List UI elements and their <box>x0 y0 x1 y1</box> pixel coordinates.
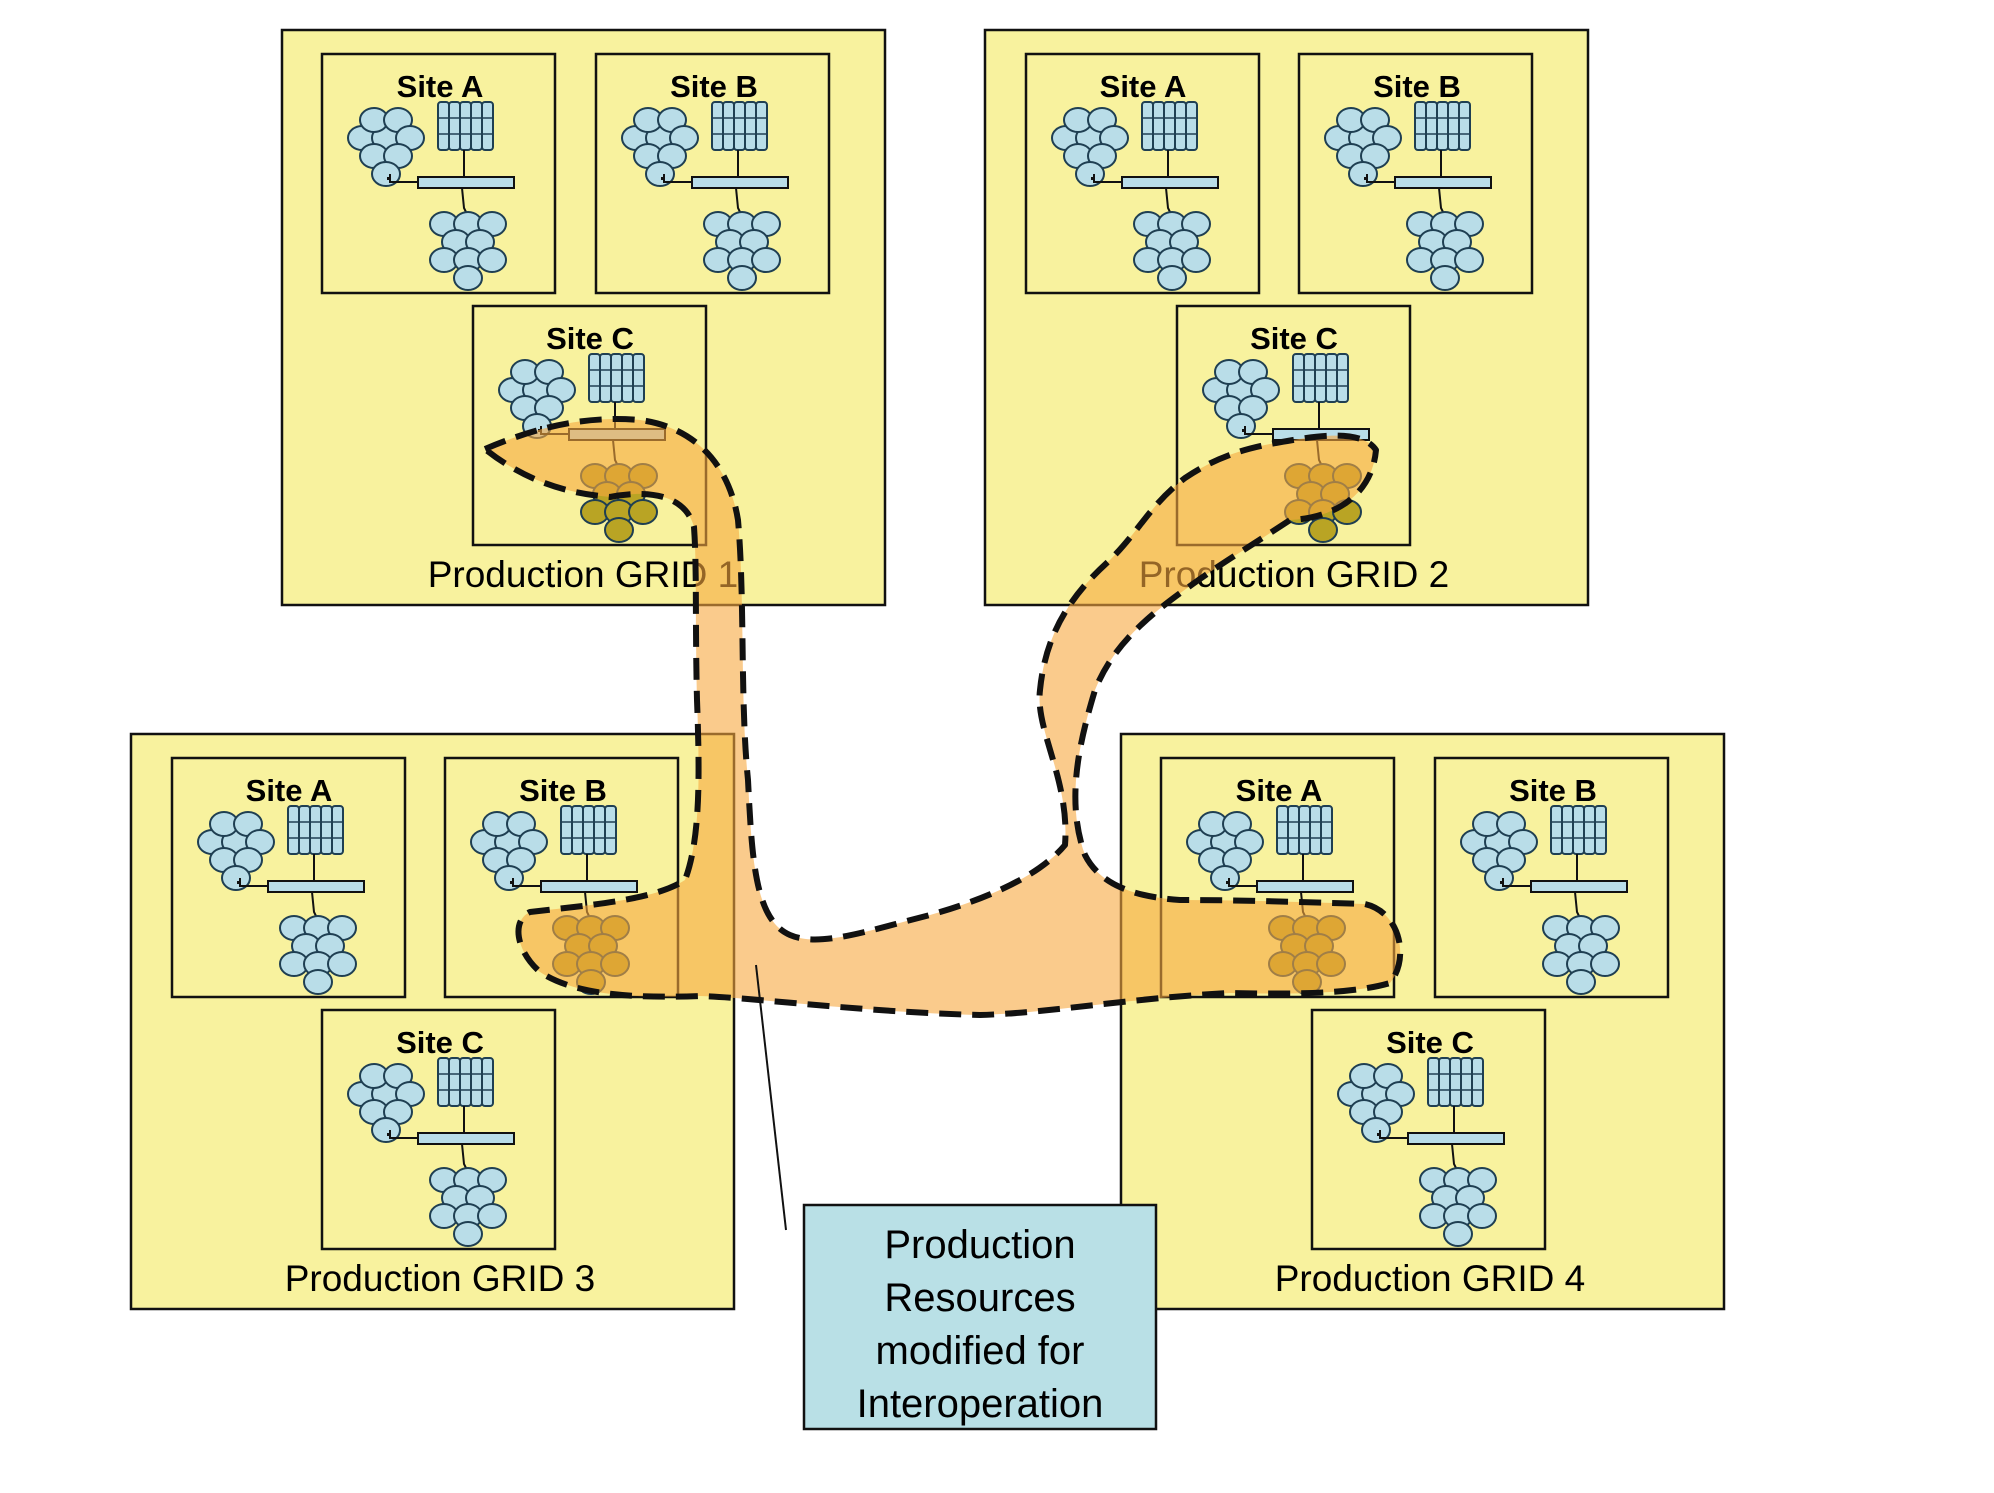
storage-array-icon <box>1414 101 1471 151</box>
cluster-icon <box>1419 1167 1497 1247</box>
site-resources <box>1337 1057 1505 1247</box>
site-label: Site A <box>1236 773 1323 808</box>
site-resources <box>621 101 789 291</box>
link-cluster <box>1093 174 1122 183</box>
site-label: Site A <box>246 773 333 808</box>
grid-1-site-a: Site A <box>320 52 557 295</box>
grid-3-site-a: Site A <box>170 756 407 999</box>
cluster-icon <box>1324 107 1402 187</box>
production-grid-1: Site A Site B Site C Production GRID 1 <box>280 28 887 607</box>
storage-array-icon <box>1276 805 1333 855</box>
interoperation-region <box>482 416 1404 1018</box>
grid-label: Production GRID 4 <box>1275 1258 1586 1299</box>
cluster-icon <box>197 811 275 891</box>
callout-pointer <box>755 964 787 1231</box>
storage-array-icon <box>588 353 645 403</box>
grid-4-site-b: Site B <box>1433 756 1670 999</box>
cluster-icon <box>1406 211 1484 291</box>
site-label: Site A <box>397 69 484 104</box>
network-bar-icon <box>1394 176 1492 189</box>
site-label: Site B <box>1373 69 1461 104</box>
cluster-icon <box>279 915 357 995</box>
storage-array-icon <box>1550 805 1607 855</box>
site-resources <box>347 1057 515 1247</box>
site-resources <box>1460 805 1628 995</box>
storage-array-icon <box>560 805 617 855</box>
storage-array-icon <box>437 1057 494 1107</box>
callout-line-1: Production <box>884 1223 1075 1267</box>
link-cluster <box>1244 426 1273 435</box>
site-label: Site C <box>1250 321 1338 356</box>
production-grid-4: Site A Site B Site C Production GRID 4 <box>1119 732 1726 1311</box>
cluster-icon <box>703 211 781 291</box>
grid-label: Production GRID 3 <box>285 1258 596 1299</box>
link-cluster <box>1228 878 1257 887</box>
network-bar-icon <box>1407 1132 1505 1145</box>
storage-array-icon <box>1141 101 1198 151</box>
network-bar-icon <box>417 176 515 189</box>
site-resources <box>347 101 515 291</box>
link-cluster <box>663 174 692 183</box>
network-bar-icon <box>1256 880 1354 893</box>
site-label: Site B <box>1509 773 1597 808</box>
grid-1-site-b: Site B <box>594 52 831 295</box>
site-box <box>170 756 407 999</box>
site-resources <box>197 805 365 995</box>
cluster-icon <box>470 811 548 891</box>
grid-4-site-c: Site C <box>1310 1008 1547 1251</box>
callout-line-2: Resources <box>884 1276 1075 1320</box>
site-label: Site B <box>519 773 607 808</box>
cluster-icon <box>621 107 699 187</box>
grid-2-site-b: Site B <box>1297 52 1534 295</box>
grid-3-site-c: Site C <box>320 1008 557 1251</box>
site-label: Site C <box>396 1025 484 1060</box>
network-bar-icon <box>540 880 638 893</box>
storage-array-icon <box>1427 1057 1484 1107</box>
site-box <box>1024 52 1261 295</box>
cluster-icon <box>1133 211 1211 291</box>
site-resources <box>1051 101 1219 291</box>
cluster-icon <box>498 359 576 439</box>
cluster-icon <box>1202 359 1280 439</box>
link-cluster <box>389 1130 418 1139</box>
cluster-icon <box>347 1063 425 1143</box>
link-cluster <box>1379 1130 1408 1139</box>
grid-2-site-a: Site A <box>1024 52 1261 295</box>
callout-line-3: modified for <box>876 1329 1085 1373</box>
storage-array-icon <box>711 101 768 151</box>
network-bar-icon <box>1530 880 1628 893</box>
callout-box <box>802 1203 1158 1431</box>
cluster-icon <box>347 107 425 187</box>
cluster-icon <box>429 1167 507 1247</box>
link-cluster <box>239 878 268 887</box>
storage-array-icon <box>1292 353 1349 403</box>
site-resources <box>1324 101 1492 291</box>
link-cluster <box>1366 174 1395 183</box>
site-label: Site C <box>546 321 634 356</box>
cluster-icon <box>1051 107 1129 187</box>
storage-array-icon <box>437 101 494 151</box>
production-grid-3: Site A Site B Site C Production GRID 3 <box>129 732 736 1311</box>
cluster-icon <box>429 211 507 291</box>
cluster-icon <box>1337 1063 1415 1143</box>
site-label: Site B <box>670 69 758 104</box>
link-cluster <box>389 174 418 183</box>
cluster-icon <box>1460 811 1538 891</box>
storage-array-icon <box>287 805 344 855</box>
link-cluster <box>512 878 541 887</box>
cluster-icon <box>1542 915 1620 995</box>
callout: Production Resources modified for Intero… <box>802 1203 1158 1431</box>
network-bar-icon <box>417 1132 515 1145</box>
site-label: Site C <box>1386 1025 1474 1060</box>
cluster-icon <box>1186 811 1264 891</box>
grid-label: Production GRID 1 <box>428 554 739 595</box>
network-bar-icon <box>691 176 789 189</box>
callout-line-4: Interoperation <box>857 1382 1104 1426</box>
link-cluster <box>1502 878 1531 887</box>
network-bar-icon <box>1121 176 1219 189</box>
site-label: Site A <box>1100 69 1187 104</box>
network-bar-icon <box>267 880 365 893</box>
